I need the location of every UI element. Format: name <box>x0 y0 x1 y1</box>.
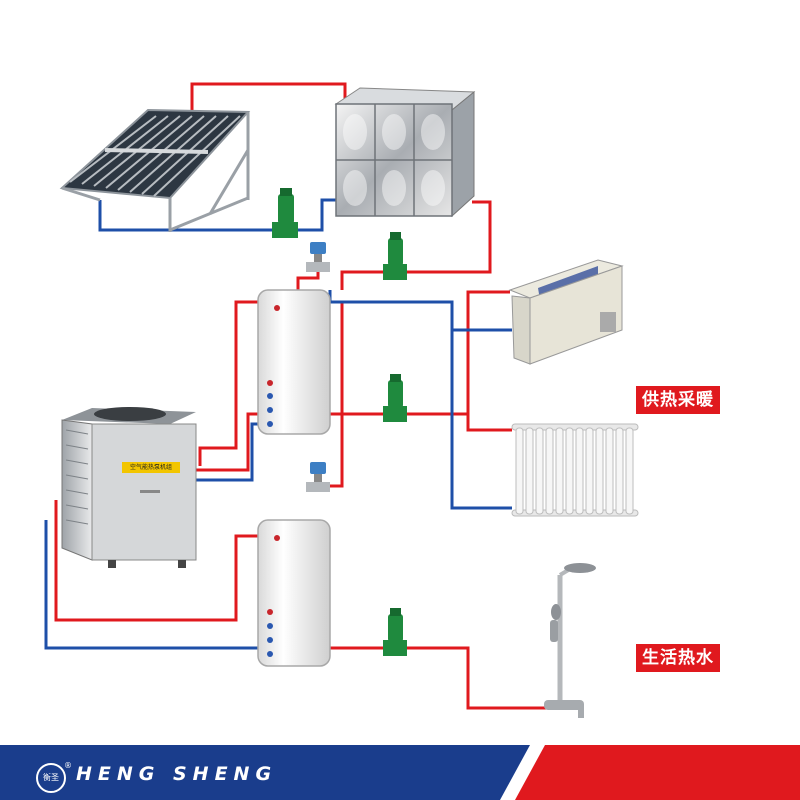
footer-bar <box>0 745 800 800</box>
steel-water-tank <box>334 87 476 218</box>
brand-logo-icon: 衡圣 <box>36 763 66 793</box>
registered-mark: ® <box>64 761 72 770</box>
motorized-valve-lower <box>306 462 330 492</box>
circulation-pump-hot-water <box>383 608 407 656</box>
storage-tank-upper <box>257 289 331 435</box>
circulation-pump-upper <box>383 232 407 280</box>
solar-collector <box>59 108 251 232</box>
hot-water-label: 生活热水 <box>636 644 720 672</box>
air-source-heat-pump <box>61 407 197 568</box>
circulation-pump-heating <box>383 374 407 422</box>
heating-label: 供热采暖 <box>636 386 720 414</box>
circulation-pump-solar <box>272 188 298 238</box>
fan-coil-unit <box>508 259 624 365</box>
motorized-valve-upper <box>306 242 330 272</box>
shower-fixture <box>544 563 596 718</box>
brand-name: HENG SHENG <box>76 763 278 785</box>
storage-tank-lower <box>257 519 331 667</box>
radiator <box>511 423 639 517</box>
heat-pump-badge: 空气能热泵机组 <box>122 462 180 473</box>
